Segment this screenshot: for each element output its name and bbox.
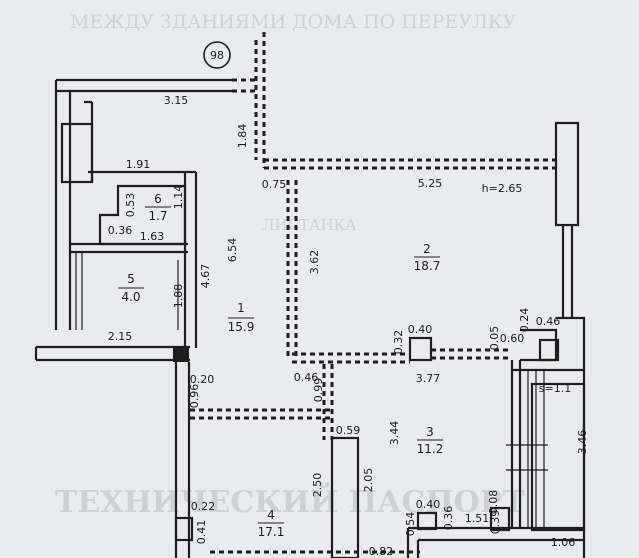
dimension-label: 4.67	[199, 264, 212, 289]
dimension-label: 0.40	[408, 323, 433, 336]
watermark-bottom: ТЕХНИЧЕСКИЙ ПАСПОРТ	[55, 482, 525, 520]
dimension-label: 5.25	[418, 177, 443, 190]
room-5-number: 5	[127, 272, 135, 286]
stair-lines	[527, 370, 545, 528]
mid-left-wall	[34, 345, 190, 362]
dimension-label: 0.20	[190, 373, 215, 386]
dimension-label: 1.63	[140, 230, 165, 243]
room-4-number: 4	[267, 508, 275, 522]
dimension-label: 0.46	[536, 315, 561, 328]
chimney-block	[60, 122, 94, 184]
dimension-label: 3.15	[164, 94, 189, 107]
shaft-lines	[561, 225, 574, 318]
dimension-label: 0.46	[294, 371, 319, 384]
dimension-label: 0.36	[108, 224, 133, 237]
room-3-number: 3	[426, 425, 434, 439]
room-2-area: 18.7	[414, 259, 441, 273]
dimension-label: 0.59	[336, 424, 361, 437]
dimension-label: 2.15	[108, 330, 133, 343]
dimension-label: 2.05	[362, 468, 375, 493]
room-s11	[530, 382, 586, 532]
dimension-label: 0.41	[195, 520, 208, 545]
dimension-label: h=2.65	[482, 182, 523, 195]
dimension-label: 0.53	[124, 193, 137, 218]
house-number: 98	[210, 49, 224, 62]
watermark-top: МЕЖДУ ЗДАНИЯМИ ДОМА ПО ПЕРЕУЛКУ	[70, 11, 517, 33]
dashed-walls	[190, 32, 556, 554]
room-5-area: 4.0	[121, 290, 140, 304]
dimension-label: 1.06	[551, 536, 576, 549]
pillar-left	[173, 346, 189, 362]
dimension-label: 6.54	[226, 238, 239, 263]
chimney-connector	[84, 100, 94, 182]
room-1-area: 15.9	[228, 320, 255, 334]
dimension-label: 0.05	[488, 326, 501, 351]
dimension-label: 0.99	[312, 378, 325, 403]
dimension-label: 0.39	[489, 510, 502, 535]
stair-walls	[510, 360, 584, 528]
dashed-mid-horizontal	[292, 348, 512, 364]
dashed-room3-left	[322, 364, 334, 440]
dimension-label: 3.44	[388, 421, 401, 446]
watermark-middle: ЛИСТАНКА	[262, 216, 357, 234]
dimension-label: 0.40	[416, 498, 441, 511]
dimension-label: 3.46	[576, 430, 589, 455]
house-number-circle	[203, 41, 231, 69]
dashed-room4-top	[190, 408, 330, 420]
bottom-right-wall	[406, 526, 584, 558]
corridor-wall	[183, 172, 198, 348]
pillar-bottom	[416, 511, 438, 531]
pillar-mid	[408, 336, 433, 362]
dimension-label: 1.91	[126, 158, 151, 171]
dimension-label: 2.50	[311, 473, 324, 498]
room-4-area: 17.1	[258, 525, 285, 539]
dimension-label: 0.75	[262, 178, 287, 191]
room4-pillar	[174, 516, 194, 542]
pillar-bottom-right	[489, 506, 511, 532]
right-niche	[520, 328, 558, 362]
room-2-number: 2	[423, 242, 431, 256]
dashed-connector	[232, 78, 256, 93]
dimension-label: 0.22	[191, 500, 216, 513]
partition-room3	[330, 436, 360, 558]
room-1-number: 1	[237, 301, 245, 315]
dimension-label: 0.54	[404, 512, 417, 537]
room5-top-wall	[70, 242, 188, 254]
room-3-area: 11.2	[417, 442, 444, 456]
niche-box	[538, 338, 560, 362]
dimension-label: 0.96	[188, 384, 201, 409]
dimension-label: 0.08	[487, 490, 500, 515]
dimension-label: 0.32	[392, 330, 405, 355]
dimension-label: 0.60	[500, 332, 525, 345]
dimension-label: 0.82	[369, 545, 394, 558]
dashed-top-horizontal	[264, 158, 556, 170]
dashed-center-vertical	[286, 180, 298, 360]
dimension-label: 1.14	[172, 185, 185, 210]
dimension-label: 1.84	[236, 124, 249, 149]
dimension-label: 0.24	[518, 308, 531, 333]
shaft-top	[554, 121, 580, 227]
room-6-area: 1.7	[148, 209, 167, 223]
dimension-label: 3.62	[308, 250, 321, 275]
top-wall	[56, 78, 232, 93]
dimension-label: 1.51	[465, 512, 490, 525]
dimension-label: 0.36	[442, 506, 455, 531]
room-6-number: 6	[154, 192, 162, 206]
walls	[34, 78, 586, 558]
stair-crossbars	[506, 444, 548, 471]
dimension-labels: 3.15 1.84 1.91 0.75 5.25 h=2.65 0.53 1.14 0.36 1.…	[108, 94, 589, 558]
dimension-label: s=1.1	[539, 382, 571, 395]
watermark-group: МЕЖДУ ЗДАНИЯМИ ДОМА ПО ПЕРЕУЛКУ ЛИСТАНКА…	[55, 11, 525, 520]
dimension-label: 3.77	[416, 372, 441, 385]
room-labels: 1 15.9 2 18.7 3 11.2 4 17.1 5 4.0 6 1.7	[118, 192, 443, 539]
room5-window	[75, 252, 83, 330]
dimension-label: 1.88	[172, 284, 185, 309]
